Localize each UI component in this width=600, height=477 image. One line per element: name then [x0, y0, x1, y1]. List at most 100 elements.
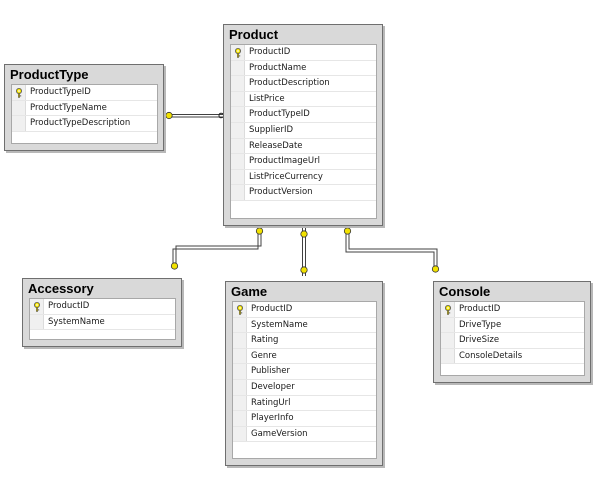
row-selector[interactable] [231, 154, 245, 169]
column-name: ProductDescription [249, 78, 330, 89]
column-row[interactable]: ProductTypeName [12, 100, 157, 117]
row-selector[interactable] [231, 76, 245, 91]
column-row[interactable]: Rating [233, 333, 376, 349]
column-row[interactable]: ProductTypeID [12, 85, 157, 101]
primary-key-icon [235, 48, 241, 58]
row-selector[interactable] [441, 348, 455, 364]
primary-key-icon [445, 305, 451, 315]
primary-key-icon [16, 88, 22, 98]
row-selector[interactable] [30, 314, 44, 330]
column-row[interactable]: ListPriceCurrency [231, 169, 376, 186]
column-row[interactable]: DriveType [441, 317, 584, 334]
column-row[interactable]: ProductID [231, 45, 376, 61]
column-row[interactable]: ConsoleDetails [441, 348, 584, 365]
row-selector[interactable] [233, 364, 247, 379]
column-row[interactable]: ProductImageUrl [231, 154, 376, 170]
column-name: Publisher [251, 366, 291, 377]
table-title: Product [229, 27, 279, 42]
row-selector[interactable] [233, 317, 247, 333]
key-icon [170, 262, 179, 270]
row-selector[interactable] [233, 411, 247, 426]
row-selector[interactable] [231, 107, 245, 122]
column-row[interactable]: SupplierID [231, 122, 376, 139]
table-producttype[interactable]: ProductType ProductTypeID ProductTypeName… [4, 64, 164, 151]
column-name: Genre [251, 350, 277, 361]
column-name: ProductVersion [249, 187, 313, 198]
column-name: DriveType [459, 319, 502, 330]
column-row[interactable]: Publisher [233, 364, 376, 380]
row-selector[interactable] [441, 317, 455, 333]
column-row[interactable]: ProductTypeID [231, 107, 376, 123]
column-row[interactable]: Genre [233, 348, 376, 365]
column-name: Developer [251, 381, 295, 392]
row-selector[interactable] [12, 116, 26, 131]
row-selector[interactable] [231, 60, 245, 76]
column-name: SystemName [251, 319, 308, 330]
column-row[interactable]: SystemName [30, 314, 175, 331]
column-name: ReleaseDate [249, 140, 303, 151]
key-icon [300, 266, 308, 274]
key-icon [255, 227, 264, 235]
column-name: ProductID [251, 304, 293, 314]
row-selector[interactable] [231, 169, 245, 185]
column-name: ProductTypeID [30, 87, 91, 97]
row-selector[interactable] [233, 333, 247, 348]
column-row[interactable]: GameVersion [233, 426, 376, 443]
column-name: ConsoleDetails [459, 350, 523, 361]
column-name: ProductTypeName [30, 102, 107, 113]
column-row[interactable]: ProductID [30, 299, 175, 315]
row-selector[interactable] [231, 138, 245, 154]
column-row[interactable]: PlayerInfo [233, 411, 376, 427]
column-row[interactable]: DriveSize [441, 333, 584, 349]
column-row[interactable]: Developer [233, 379, 376, 396]
table-title: Accessory [28, 281, 94, 296]
table-columns: ProductID SystemName [29, 298, 176, 340]
relationship-product-console [345, 226, 438, 272]
relationship-producttype-product [164, 114, 231, 118]
column-row[interactable]: ProductVersion [231, 185, 376, 201]
column-name: ProductID [249, 47, 291, 57]
column-row[interactable]: ListPrice [231, 91, 376, 108]
column-name: Rating [251, 335, 279, 346]
column-row[interactable]: SystemName [233, 317, 376, 334]
row-selector[interactable] [231, 122, 245, 138]
column-row[interactable]: ProductTypeDescription [12, 116, 157, 132]
column-name: ProductImageUrl [249, 156, 320, 167]
column-row[interactable]: ProductID [441, 302, 584, 318]
column-name: ProductID [48, 301, 90, 311]
relationship-product-accessory [172, 226, 262, 268]
row-selector[interactable] [233, 426, 247, 442]
column-row[interactable]: ProductDescription [231, 76, 376, 92]
column-row[interactable]: ProductName [231, 60, 376, 77]
row-selector[interactable] [231, 185, 245, 200]
column-name: RatingUrl [251, 397, 291, 408]
key-icon [343, 227, 352, 235]
row-selector[interactable] [233, 379, 247, 395]
row-selector[interactable] [233, 395, 247, 411]
column-name: ProductName [249, 62, 307, 73]
column-row[interactable]: ReleaseDate [231, 138, 376, 155]
column-name: DriveSize [459, 335, 500, 346]
column-name: ListPrice [249, 93, 285, 104]
column-name: PlayerInfo [251, 413, 294, 424]
column-name: SystemName [48, 316, 105, 327]
table-title: ProductType [10, 67, 89, 82]
column-row[interactable]: ProductID [233, 302, 376, 318]
row-selector[interactable] [233, 348, 247, 364]
primary-key-icon [237, 305, 243, 315]
row-selector[interactable] [231, 91, 245, 107]
column-name: SupplierID [249, 124, 294, 135]
column-row[interactable]: RatingUrl [233, 395, 376, 412]
table-accessory[interactable]: Accessory ProductID SystemName [22, 278, 182, 347]
column-name: GameVersion [251, 428, 308, 439]
row-selector[interactable] [441, 333, 455, 348]
row-selector[interactable] [12, 100, 26, 116]
column-name: ListPriceCurrency [249, 171, 323, 182]
